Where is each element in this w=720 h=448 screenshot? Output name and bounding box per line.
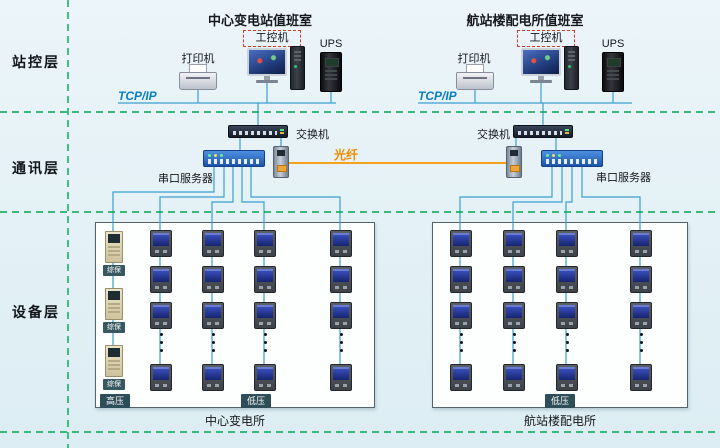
digital-power-meter: [556, 302, 578, 329]
printer-icon: [456, 64, 494, 90]
ethernet-switch-icon: [228, 125, 288, 138]
more-meters-ellipsis: [639, 333, 643, 352]
right-substation-panel: 低压: [432, 222, 688, 408]
low-voltage-badge: 低压: [545, 394, 575, 408]
digital-power-meter: [503, 302, 525, 329]
layer-label-communication: 通讯层: [12, 160, 60, 176]
protection-relay-label: 综保: [103, 265, 125, 276]
more-meters-ellipsis: [159, 333, 163, 352]
more-meters-ellipsis: [211, 333, 215, 352]
digital-power-meter: [202, 302, 224, 329]
protection-relay: [105, 231, 123, 263]
fiber-converter-icon: [506, 146, 522, 178]
left-printer-label: 打印机: [181, 53, 215, 65]
right-room-title: 航站楼配电所值班室: [466, 13, 584, 28]
digital-power-meter: [254, 266, 276, 293]
digital-power-meter: [202, 364, 224, 391]
ethernet-switch-icon: [513, 125, 573, 138]
more-meters-ellipsis: [263, 333, 267, 352]
industrial-pc-monitor-icon: [247, 48, 287, 83]
right-switch-label: 交换机: [477, 129, 510, 141]
left-serial-server-label: 串口服务器: [158, 173, 213, 185]
digital-power-meter: [330, 266, 352, 293]
more-meters-ellipsis: [565, 333, 569, 352]
left-substation-panel: 综保 综保 综保 高压 低压: [95, 222, 375, 408]
digital-power-meter: [254, 364, 276, 391]
digital-power-meter: [503, 364, 525, 391]
digital-power-meter: [556, 230, 578, 257]
digital-power-meter: [450, 230, 472, 257]
digital-power-meter: [503, 266, 525, 293]
digital-power-meter: [330, 302, 352, 329]
digital-power-meter: [254, 302, 276, 329]
ups-icon: [320, 52, 342, 92]
low-voltage-badge: 低压: [241, 394, 271, 408]
left-room-title: 中心变电站值班室: [207, 13, 312, 28]
digital-power-meter: [330, 230, 352, 257]
serial-server-icon: [203, 150, 265, 167]
more-meters-ellipsis: [459, 333, 463, 352]
industrial-pc-tower-icon: [564, 46, 579, 90]
digital-power-meter: [202, 230, 224, 257]
right-printer-label: 打印机: [457, 53, 491, 65]
right-ipc-label: 工控机: [517, 30, 575, 47]
serial-server-icon: [541, 150, 603, 167]
printer-icon: [179, 64, 217, 90]
digital-power-meter: [150, 266, 172, 293]
left-panel-caption: 中心变电所: [204, 414, 265, 428]
layer-label-device: 设备层: [12, 304, 60, 320]
fiber-label: 光纤: [334, 148, 359, 162]
more-meters-ellipsis: [339, 333, 343, 352]
right-serial-server-label: 串口服务器: [596, 172, 651, 184]
digital-power-meter: [150, 364, 172, 391]
protection-relay: [105, 288, 123, 320]
fiber-converter-icon: [273, 146, 289, 178]
digital-power-meter: [150, 230, 172, 257]
digital-power-meter: [630, 266, 652, 293]
digital-power-meter: [556, 266, 578, 293]
left-tcpip-label: TCP/IP: [118, 89, 157, 103]
digital-power-meter: [330, 364, 352, 391]
digital-power-meter: [150, 302, 172, 329]
digital-power-meter: [630, 364, 652, 391]
digital-power-meter: [630, 302, 652, 329]
digital-power-meter: [202, 266, 224, 293]
industrial-pc-monitor-icon: [521, 48, 561, 83]
right-tcpip-label: TCP/IP: [418, 89, 457, 103]
digital-power-meter: [503, 230, 525, 257]
left-ups-label: UPS: [319, 38, 343, 50]
ups-icon: [602, 52, 624, 92]
digital-power-meter: [450, 302, 472, 329]
right-panel-caption: 航站楼配电所: [523, 414, 596, 428]
protection-relay-label: 综保: [103, 322, 125, 333]
layer-label-station: 站控层: [12, 54, 60, 70]
digital-power-meter: [450, 364, 472, 391]
digital-power-meter: [254, 230, 276, 257]
left-ipc-label: 工控机: [243, 30, 301, 47]
protection-relay: [105, 345, 123, 377]
digital-power-meter: [450, 266, 472, 293]
protection-relay-label: 综保: [103, 379, 125, 390]
digital-power-meter: [630, 230, 652, 257]
high-voltage-badge: 高压: [100, 394, 130, 408]
more-meters-ellipsis: [512, 333, 516, 352]
industrial-pc-tower-icon: [290, 46, 305, 90]
right-ups-label: UPS: [601, 38, 625, 50]
left-switch-label: 交换机: [296, 129, 329, 141]
digital-power-meter: [556, 364, 578, 391]
